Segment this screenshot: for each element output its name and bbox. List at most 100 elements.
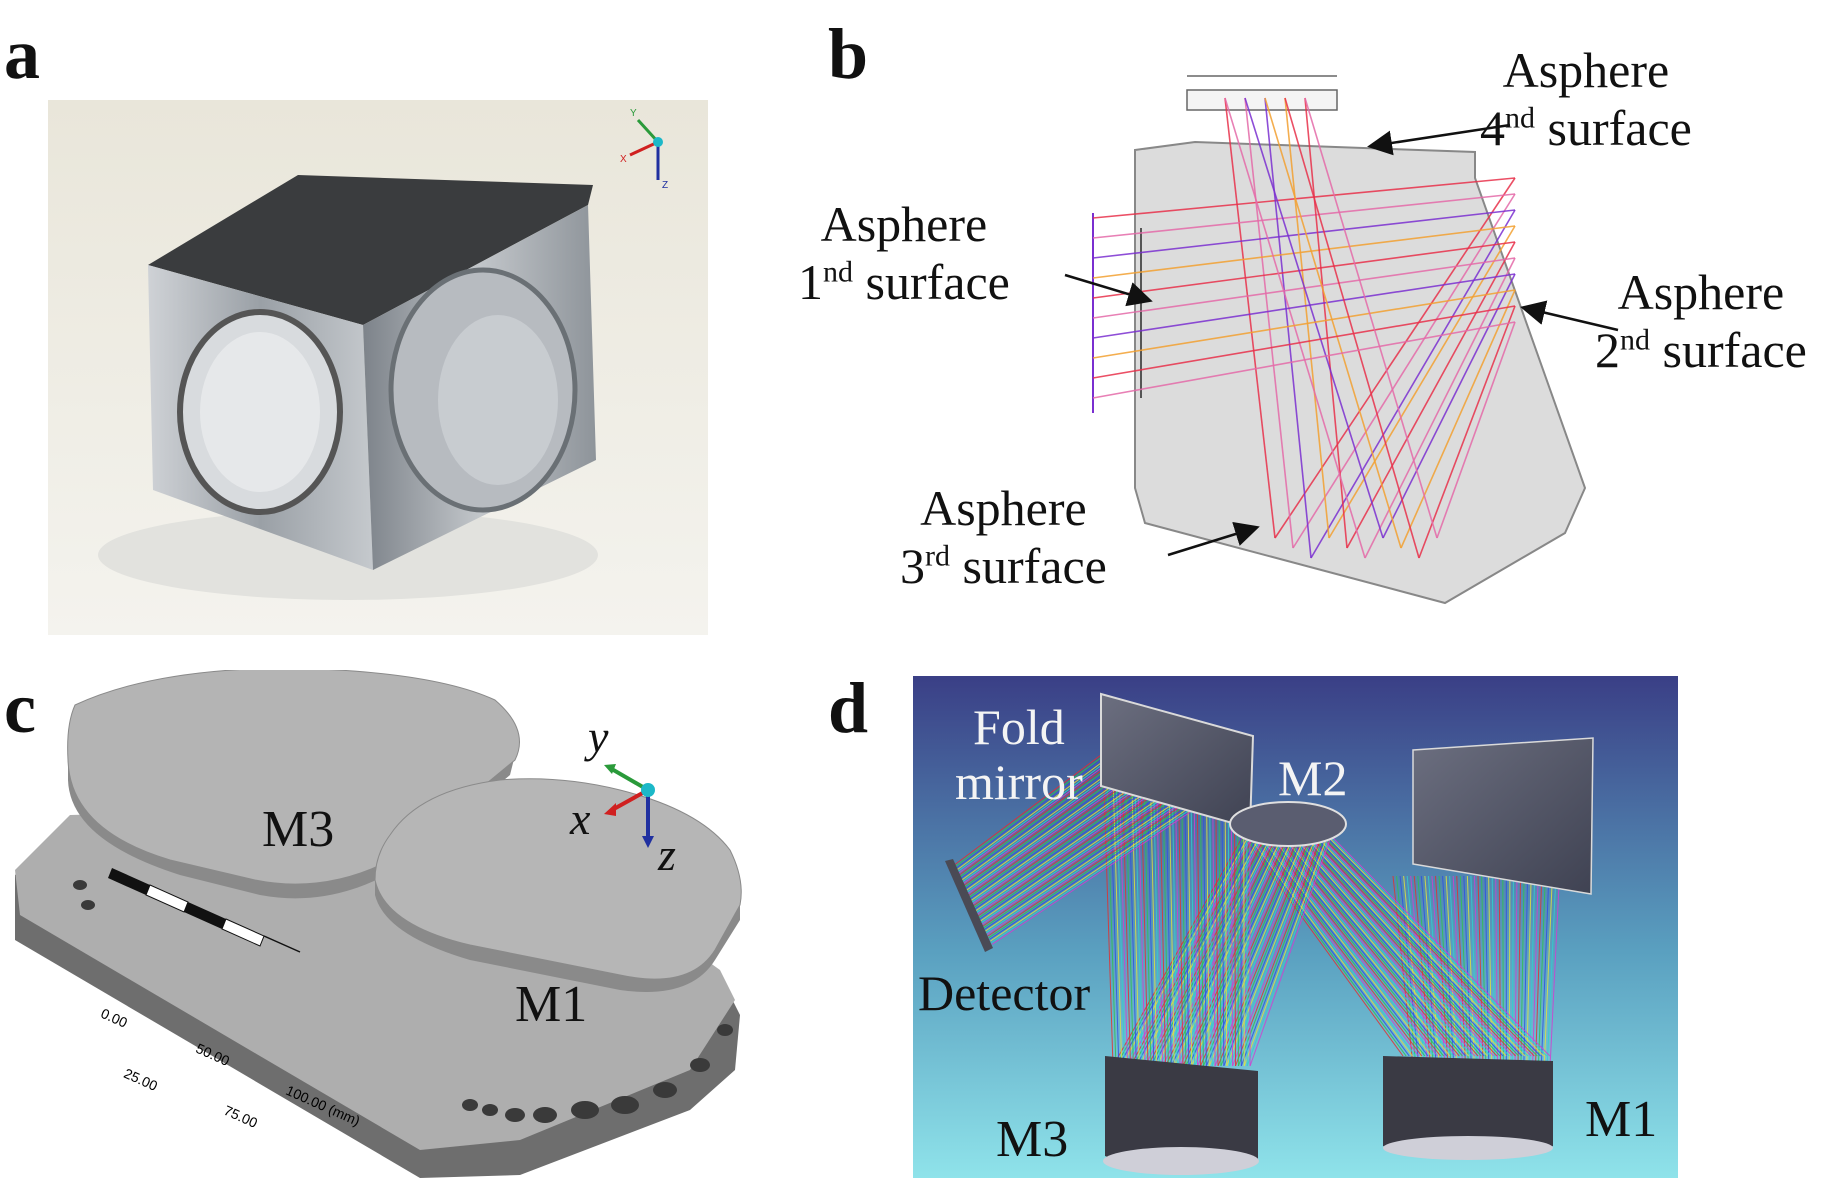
ray bbox=[1537, 875, 1546, 1067]
ray bbox=[1291, 835, 1485, 1057]
panel-a-photo: Y X Z bbox=[48, 100, 708, 635]
ray bbox=[1281, 835, 1470, 1057]
ray bbox=[1130, 755, 1140, 1067]
ray bbox=[1165, 755, 1172, 1067]
ray bbox=[1306, 835, 1510, 1057]
ray bbox=[1173, 835, 1283, 1067]
ray bbox=[1224, 97, 1366, 559]
ray bbox=[1424, 875, 1440, 1067]
ray bbox=[1287, 835, 1479, 1057]
ray bbox=[1491, 875, 1496, 1067]
ray bbox=[1508, 875, 1511, 1067]
ray bbox=[1127, 755, 1137, 1067]
ray bbox=[1315, 835, 1526, 1057]
ray bbox=[1280, 835, 1466, 1057]
ray bbox=[1466, 875, 1475, 1067]
ray bbox=[1295, 835, 1491, 1057]
ray bbox=[1328, 835, 1548, 1057]
ray bbox=[955, 748, 1121, 872]
ray bbox=[953, 746, 1116, 869]
ray bbox=[1244, 97, 1384, 539]
ray bbox=[1249, 835, 1332, 1067]
arrow-asphere-1 bbox=[1064, 273, 1153, 307]
ray bbox=[1265, 835, 1441, 1057]
ray bbox=[1278, 835, 1463, 1057]
panel-letter-b: b bbox=[828, 14, 869, 94]
ray bbox=[1498, 875, 1501, 1067]
ray bbox=[1549, 875, 1560, 1067]
ray bbox=[1243, 835, 1328, 1067]
ray bbox=[1263, 835, 1438, 1057]
ray bbox=[1149, 755, 1158, 1067]
ray bbox=[1382, 273, 1516, 539]
ray bbox=[1400, 289, 1516, 549]
photo-axis-glyph: Y X Z bbox=[620, 108, 668, 191]
ray bbox=[1092, 321, 1516, 399]
ray bbox=[1255, 835, 1426, 1057]
ray bbox=[1526, 875, 1532, 1067]
ray bbox=[1292, 193, 1516, 549]
prism-body bbox=[1134, 140, 1587, 605]
ray bbox=[1179, 835, 1287, 1067]
ray bbox=[1202, 835, 1302, 1067]
ray bbox=[1168, 755, 1175, 1067]
ray bbox=[1264, 97, 1312, 559]
ray bbox=[1463, 875, 1472, 1067]
ray bbox=[1171, 755, 1178, 1067]
axis-label-x: x bbox=[570, 793, 591, 844]
ray bbox=[1473, 875, 1481, 1067]
ray bbox=[1223, 835, 1315, 1067]
mirror-m1-render bbox=[1383, 1056, 1553, 1159]
ray bbox=[1488, 875, 1493, 1067]
ray bbox=[1092, 289, 1516, 359]
ray bbox=[1108, 755, 1120, 1067]
arrow-asphere-4 bbox=[1367, 123, 1511, 156]
ray bbox=[1459, 875, 1469, 1067]
axis-label-z: z bbox=[658, 829, 676, 880]
ray bbox=[1317, 835, 1529, 1057]
ray bbox=[1244, 97, 1294, 549]
ray bbox=[954, 747, 1119, 870]
lightweight-holes bbox=[73, 880, 733, 1123]
ray bbox=[1092, 209, 1516, 259]
ray bbox=[1289, 835, 1482, 1057]
ray bbox=[1162, 835, 1276, 1067]
ray bbox=[1272, 835, 1454, 1057]
ray bbox=[1546, 875, 1557, 1067]
ray bbox=[1517, 875, 1521, 1067]
ray bbox=[1304, 97, 1348, 549]
ray bbox=[1121, 755, 1131, 1067]
ray bbox=[1248, 835, 1413, 1057]
ray bbox=[1511, 875, 1514, 1067]
mirror-m1-top bbox=[1412, 737, 1594, 895]
ray bbox=[1105, 755, 1117, 1067]
ray bbox=[1297, 835, 1494, 1057]
ray bbox=[1284, 97, 1420, 559]
ray bbox=[1310, 835, 1516, 1057]
ray bbox=[1319, 835, 1532, 1057]
ray bbox=[1257, 835, 1429, 1057]
scale-bar bbox=[108, 868, 301, 953]
ray bbox=[1250, 835, 1416, 1057]
ray bbox=[1456, 875, 1466, 1067]
panel-letter-d: d bbox=[828, 668, 869, 748]
ray bbox=[1268, 835, 1448, 1057]
ray bbox=[1445, 875, 1458, 1067]
ray bbox=[1535, 875, 1543, 1067]
label-m3-render: M3 bbox=[996, 1111, 1069, 1168]
arrow-asphere-2 bbox=[1520, 300, 1619, 332]
ray bbox=[1436, 321, 1516, 539]
ray bbox=[1323, 835, 1538, 1057]
ray bbox=[1274, 177, 1516, 539]
ray bbox=[1330, 835, 1551, 1057]
svg-text:Y: Y bbox=[630, 108, 637, 119]
ray bbox=[1251, 835, 1420, 1057]
ray bbox=[1176, 835, 1285, 1067]
detector bbox=[945, 859, 993, 952]
panel-letter-a: a bbox=[4, 14, 40, 94]
ray bbox=[1298, 835, 1498, 1057]
ray bbox=[1264, 97, 1402, 549]
ray bbox=[957, 750, 1129, 877]
label-m2: M2 bbox=[1278, 750, 1348, 806]
